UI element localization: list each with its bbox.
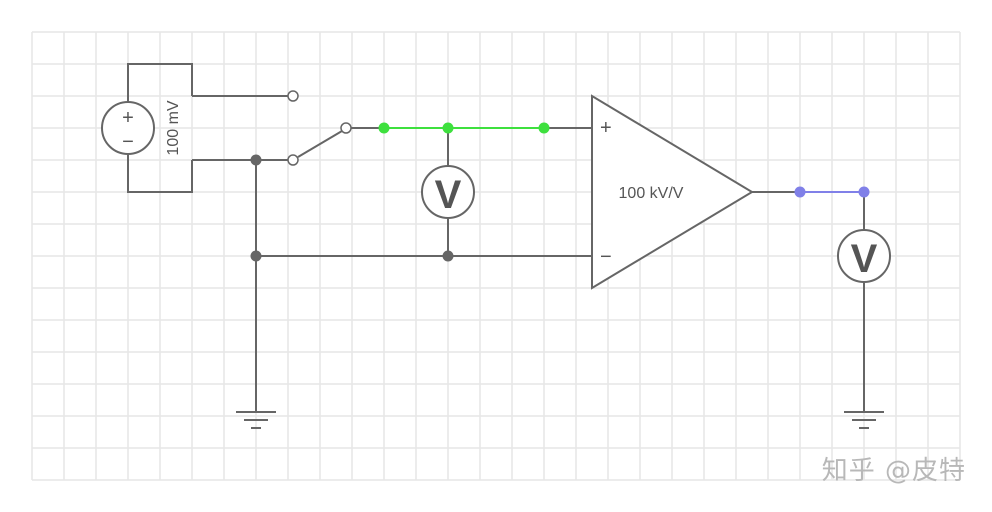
source-plus-sign: + [122,107,134,129]
source-circle [101,101,155,155]
input-voltmeter[interactable]: V [421,165,475,219]
voltmeter-in-circle [421,165,475,219]
junction-node[interactable] [442,250,454,262]
junction-node[interactable] [250,250,262,262]
source-voltage-label: 100 mV [165,100,182,155]
switch-common-terminal [340,122,352,134]
voltmeter-out-circle [837,229,891,283]
watermark: 知乎 @皮特 [821,456,966,486]
op-amp-plus-sign: + [600,117,612,139]
output-node[interactable] [858,186,870,198]
ground-symbol-left [236,411,276,429]
switch-blade [297,130,343,158]
source-top-wire [127,63,193,104]
op-amp[interactable]: + − 100 kV/V [591,94,754,290]
source-bottom-wire [127,152,193,193]
ground-symbol-right [844,411,884,429]
switch-lower-terminal [287,154,299,166]
output-node[interactable] [794,186,806,198]
spdt-switch[interactable] [192,90,384,166]
op-amp-triangle [591,94,754,290]
voltage-source[interactable]: + − 100 mV [101,63,193,193]
voltmeter-out-symbol: V [851,237,878,281]
active-node[interactable] [538,122,550,134]
op-amp-minus-sign: − [600,246,612,268]
switch-upper-terminal [287,90,299,102]
voltmeter-in-symbol: V [435,173,462,217]
junction-node[interactable] [250,154,262,166]
op-amp-gain-label: 100 kV/V [619,185,684,202]
output-voltmeter[interactable]: V [837,229,891,283]
active-node[interactable] [442,122,454,134]
source-minus-sign: − [122,131,134,153]
active-node[interactable] [378,122,390,134]
